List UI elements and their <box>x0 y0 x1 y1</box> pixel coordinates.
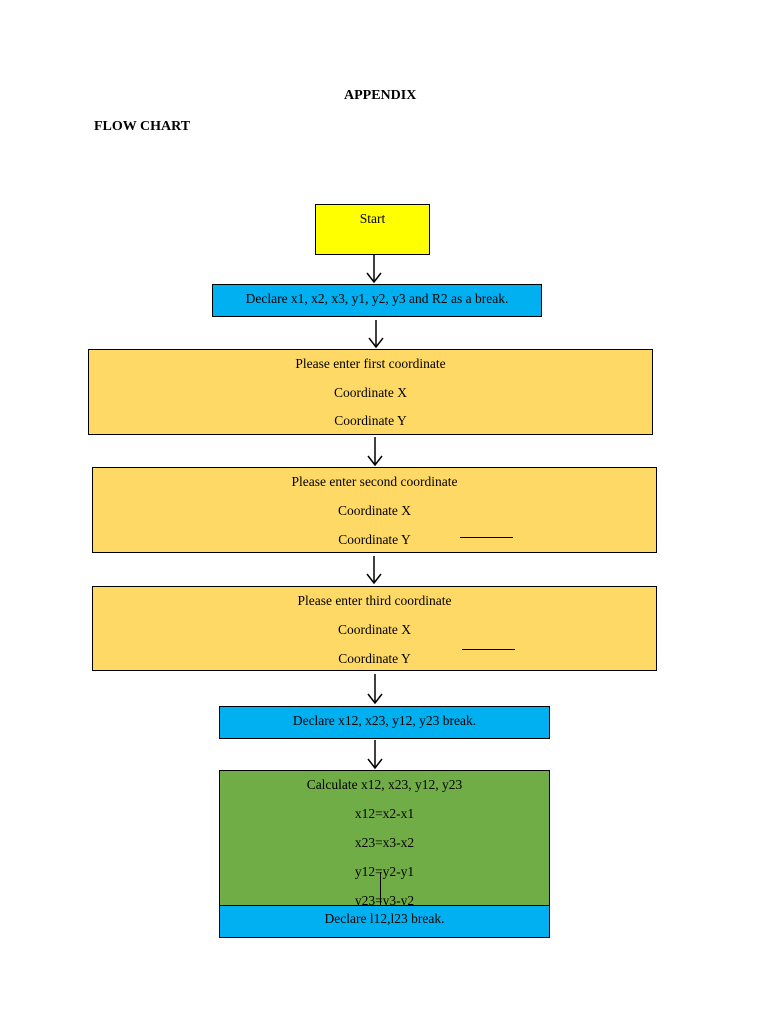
third-coordinate-y: Coordinate Y <box>338 651 411 666</box>
second-coordinate-underline <box>460 537 513 538</box>
arrow-second-to-third <box>366 556 382 585</box>
third-coordinate-box: Please enter third coordinate Coordinate… <box>92 586 657 671</box>
first-coordinate-box: Please enter first coordinate Coordinate… <box>88 349 653 435</box>
declare-lengths-box: Declare l12,l23 break. <box>219 905 550 938</box>
arrow-declare-to-first <box>368 320 384 349</box>
second-coordinate-x: Coordinate X <box>337 503 412 518</box>
arrow-declare-diffs-to-calculate <box>367 740 383 770</box>
arrow-third-to-declare-diffs <box>367 674 383 705</box>
start-box: Start <box>315 204 430 255</box>
arrow-start-to-declare <box>366 255 382 284</box>
third-coordinate-underline <box>462 649 515 650</box>
declare-diffs-box: Declare x12, x23, y12, y23 break. <box>219 706 550 739</box>
calculate-title: Calculate x12, x23, y12, y23 <box>306 777 463 792</box>
calculate-connector <box>380 872 381 916</box>
page-title: APPENDIX <box>344 88 417 103</box>
declare-vars-label: Declare x1, x2, x3, y1, y2, y3 and R2 as… <box>245 291 509 306</box>
calculate-line-y23: y23=y3-y2 <box>354 893 415 908</box>
calculate-line-y12: y12=y2-y1 <box>354 864 415 879</box>
third-coordinate-title: Please enter third coordinate <box>297 593 452 608</box>
second-coordinate-box: Please enter second coordinate Coordinat… <box>92 467 657 553</box>
declare-vars-box: Declare x1, x2, x3, y1, y2, y3 and R2 as… <box>212 284 542 317</box>
third-coordinate-x: Coordinate X <box>337 622 412 637</box>
calculate-box: Calculate x12, x23, y12, y23 x12=x2-x1 x… <box>219 770 550 908</box>
declare-diffs-label: Declare x12, x23, y12, y23 break. <box>292 713 477 728</box>
first-coordinate-x: Coordinate X <box>333 385 408 400</box>
calculate-line-x12: x12=x2-x1 <box>354 806 415 821</box>
calculate-line-x23: x23=x3-x2 <box>354 835 415 850</box>
arrow-first-to-second <box>367 437 383 467</box>
section-title: FLOW CHART <box>94 119 191 134</box>
first-coordinate-title: Please enter first coordinate <box>295 356 446 371</box>
first-coordinate-y: Coordinate Y <box>334 413 407 428</box>
second-coordinate-y: Coordinate Y <box>338 532 411 547</box>
second-coordinate-title: Please enter second coordinate <box>291 474 458 489</box>
declare-lengths-label: Declare l12,l23 break. <box>324 911 445 926</box>
start-label: Start <box>359 211 386 226</box>
